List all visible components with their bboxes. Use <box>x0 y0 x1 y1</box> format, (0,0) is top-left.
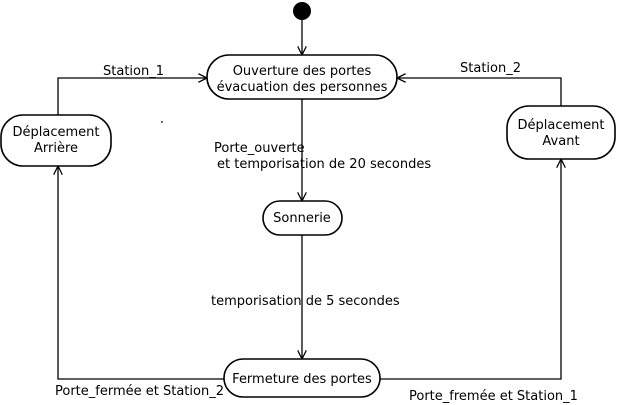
edge-fermeture-to-arriere <box>58 166 224 380</box>
state-avant-line-2: Avant <box>542 134 579 149</box>
state-fermeture: Fermeture des portes <box>223 358 381 398</box>
state-arriere-line-2: Arrière <box>34 141 78 156</box>
state-ouverture: Ouverture des portes évacuation des pers… <box>206 54 398 100</box>
edge-label-porte-fermee-station-2: Porte_fermée et Station_2 <box>55 384 224 399</box>
state-deplacement-arriere: Déplacement Arrière <box>0 114 112 167</box>
edge-label-temporisation-5: temporisation de 5 secondes <box>211 294 400 309</box>
state-avant-line-1: Déplacement <box>518 118 605 133</box>
edge-label-station-1: Station_1 <box>103 64 164 79</box>
state-fermeture-label: Fermeture des portes <box>232 372 372 387</box>
state-sonnerie-label: Sonnerie <box>273 211 331 226</box>
edge-label-porte-ouverte: Porte_ouverte <box>214 141 305 156</box>
edge-arriere-to-ouverture <box>57 78 207 115</box>
state-ouverture-line-1: Ouverture des portes <box>233 64 372 79</box>
state-ouverture-line-2: évacuation des personnes <box>217 80 388 95</box>
edge-label-porte-fremee-station-1: Porte_fremée et Station_1 <box>409 389 578 404</box>
state-arriere-line-1: Déplacement <box>13 125 100 140</box>
edge-label-temporisation-20: et temporisation de 20 secondes <box>217 157 431 172</box>
stray-dot <box>161 121 163 123</box>
state-deplacement-avant: Déplacement Avant <box>506 105 616 160</box>
state-sonnerie: Sonnerie <box>262 200 343 236</box>
edge-avant-to-ouverture <box>397 78 562 106</box>
initial-state <box>293 2 311 20</box>
edge-fermeture-to-avant <box>380 159 561 380</box>
edge-label-station-2: Station_2 <box>460 61 521 76</box>
